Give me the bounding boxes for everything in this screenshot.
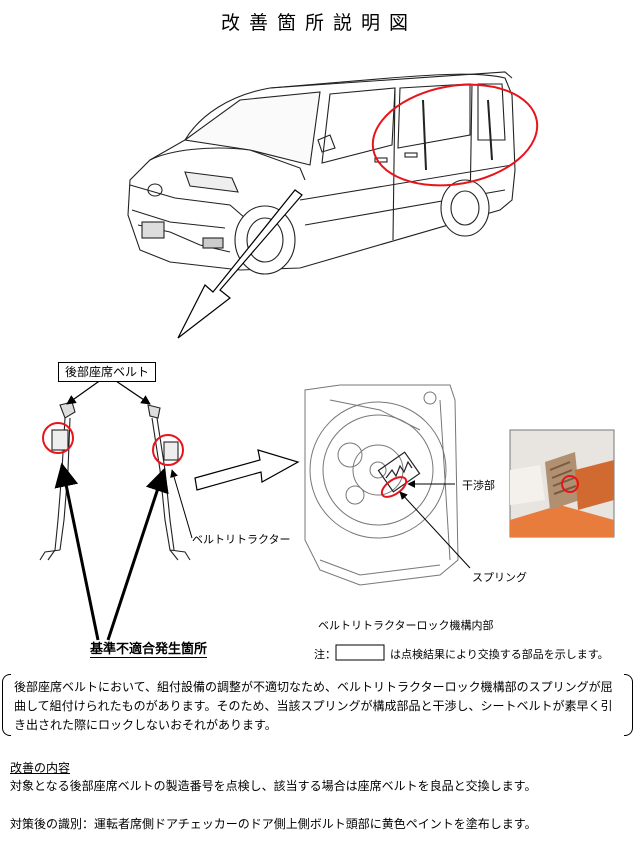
nonconform-label: 基準不適合発生箇所 <box>90 638 208 658</box>
belt-left-circle <box>42 422 74 454</box>
rear-belt-label: 後部座席ベルト <box>58 362 157 382</box>
interference-label: 干渉部 <box>462 479 495 492</box>
brace-left <box>2 674 11 736</box>
belt-right <box>147 404 191 561</box>
lock-mech-label: ベルトリトラクターロック機構内部 <box>318 619 494 632</box>
page-title: 改善箇所説明図 <box>220 12 417 34</box>
van-highlight-circle <box>371 83 539 187</box>
identification-text: 対策後の識別：運転者席側ドアチェッカーのドア側上側ボルト頭部に黄色ペイントを塗布… <box>10 817 537 831</box>
note-suffix: は点検結果により交換する部品を示します。 <box>390 648 609 661</box>
belt-left <box>39 401 76 561</box>
hollow-arrow-down <box>177 189 303 339</box>
illustration <box>39 71 615 661</box>
van-drawing <box>127 71 516 275</box>
hollow-arrow-right <box>194 449 300 491</box>
note-box <box>335 644 385 661</box>
spring-label: スプリング <box>472 571 527 584</box>
remedy-body: 対象となる後部座席ベルトの製造番号を点検し、該当する場合は座席ベルトを良品と交換… <box>10 779 537 793</box>
lock-mechanism-drawing <box>304 384 459 586</box>
description-text: 後部座席ベルトにおいて、組付設備の調整が不適切なため、ベルトリトラクターロック機… <box>14 680 613 732</box>
remedy-heading: 改善の内容 <box>10 761 71 775</box>
belt-right-circle <box>152 434 184 466</box>
retractor-label: ベルトリトラクター <box>192 533 291 546</box>
note-prefix: 注： <box>314 648 336 661</box>
